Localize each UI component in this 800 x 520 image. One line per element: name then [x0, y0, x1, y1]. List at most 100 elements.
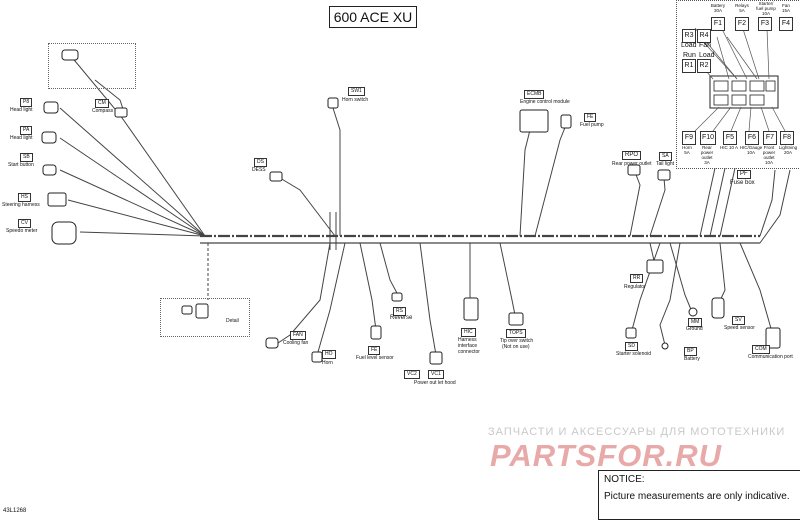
fuse-f7-label-3: outlet	[763, 155, 775, 160]
watermark-logo: PARTSFOR.RU	[490, 438, 723, 473]
wire-rear-power	[629, 171, 641, 237]
tops-connector	[508, 312, 524, 326]
vc2-tag: VC2	[404, 370, 420, 379]
tail-light-label: Tail light	[656, 161, 675, 167]
ground-label: Ground	[686, 326, 703, 332]
fuse-box-drawing	[694, 27, 786, 132]
fuel-pump-label: Fuel pump	[580, 122, 604, 128]
compass-tag: CM	[95, 99, 109, 108]
speed-sensor-label: Speed sensor	[724, 325, 755, 331]
compass-label: Compass	[92, 108, 114, 114]
headlight-2-tag: PA	[20, 126, 33, 135]
speedo-label: Speedo meter	[6, 228, 38, 234]
fuse-f1: F1	[711, 17, 725, 31]
wire-fusebox	[699, 167, 736, 237]
regulator-label: Regulator	[624, 284, 646, 290]
rear-power-connector	[627, 164, 641, 176]
hic-label-3: connector	[458, 349, 480, 355]
detail-label: Detail	[226, 318, 239, 324]
ecm-tag: ECMB	[524, 90, 545, 99]
compass-connector	[61, 49, 79, 61]
battery-terminal	[661, 342, 669, 350]
speed-sensor-tag: SV	[732, 316, 745, 325]
fuse-f9-label-2: 5A	[684, 150, 690, 155]
wire-start-button	[59, 169, 206, 237]
fuse-f6-label-2: 10A	[746, 150, 755, 155]
fuse-f4-label-1: Fan	[782, 3, 790, 8]
wire-ground	[669, 242, 693, 313]
fuel-level-connector	[370, 325, 382, 340]
dess-label: DESS	[252, 167, 266, 173]
start-button-label: Start button	[8, 162, 34, 168]
fuse-f7-label-2: power	[762, 150, 776, 155]
relay-r2-label: Load	[699, 52, 715, 59]
fuse-f9: F9	[682, 131, 696, 145]
hic-tag: HIC	[461, 328, 476, 337]
ecm-connector	[519, 109, 549, 133]
vc1-tag: VC1	[428, 370, 444, 379]
regulator-tag: RR	[630, 274, 644, 283]
diagram-title: 600 ACE XU	[329, 6, 417, 28]
drawing-code: 43L1268	[3, 508, 27, 514]
headlight-2-label: Head light	[10, 135, 33, 141]
wire-battery	[659, 242, 681, 346]
wire-ecm	[519, 129, 531, 237]
steering-label: Steering harness	[2, 202, 40, 208]
cooling-fan-connector	[265, 337, 279, 349]
fuse-f5: F5	[723, 131, 737, 145]
fuse-f4-label-2: 15A	[781, 8, 790, 13]
fuse-f5-label-1: HIC 10 A	[719, 145, 738, 150]
relay-r4: R4	[697, 29, 711, 43]
notice-heading: NOTICE:	[604, 474, 645, 485]
fuse-f6-label-1: HIC/Gauge	[739, 145, 763, 150]
cooling-fan-tag: FAN	[290, 331, 306, 340]
headlight-2-connector	[41, 131, 57, 144]
steering-tag: HS	[18, 193, 31, 202]
wire-dess	[279, 177, 336, 237]
reverse-label: Reverse	[390, 315, 413, 321]
horn-tag: HO	[322, 350, 336, 359]
fuse-f3: F3	[758, 17, 772, 31]
reverse-tag: RS	[393, 307, 406, 316]
horn-switch-connector	[327, 97, 339, 109]
wire-headlight-2	[59, 137, 206, 237]
ecm-label: Engine control module	[520, 99, 570, 105]
start-button-connector	[42, 164, 57, 176]
fuel-level-label: Fuel level sensor	[356, 355, 394, 361]
horn-switch-tag: SW1	[348, 87, 365, 96]
cooling-fan-label: Cooling fan	[283, 340, 309, 346]
wire-fuel-level	[359, 242, 377, 331]
fuse-f10-label-1: Rear	[702, 145, 712, 150]
horn-label: Horn	[322, 360, 333, 366]
fuse-f2: F2	[735, 17, 749, 31]
speedo-connector	[51, 221, 77, 245]
wire-tops	[499, 242, 517, 321]
fuse-f8-label-1: Lightning	[778, 145, 798, 150]
fuse-f10-label-4: 3A	[704, 160, 710, 165]
fuse-f1-label-2: 30A	[713, 8, 722, 13]
ground-terminal	[688, 307, 698, 317]
hic-connector	[463, 297, 479, 321]
fuse-f3-label-1: Starter/	[758, 1, 774, 6]
wire-speedo	[79, 231, 206, 237]
tops-label-1: Tip over switch	[500, 338, 534, 344]
fuse-f2-label-1: Relays	[735, 3, 749, 8]
wire-comm-port	[739, 242, 773, 333]
fuse-f10-label-2: power	[700, 150, 714, 155]
fuse-f7: F7	[763, 131, 777, 145]
wire-steering	[67, 199, 206, 237]
rear-power-tag: RPO	[622, 151, 642, 160]
relay-r2: R2	[697, 59, 711, 73]
regulator-connector	[646, 259, 664, 274]
watermark-tagline: ЗАПЧАСТИ И АКСЕССУАРЫ ДЛЯ МОТОТЕХНИКИ	[488, 426, 786, 438]
ground-tag: MM	[688, 318, 703, 327]
fuse-f7-label-4: 10A	[764, 160, 773, 165]
solenoid-connector	[625, 327, 637, 339]
wire-tail-light	[649, 177, 666, 237]
wire-power-outlet	[419, 242, 437, 356]
comm-port-label: Communication port	[748, 354, 793, 360]
battery-label: Battery	[684, 356, 700, 362]
wire-speed-sensor	[717, 242, 726, 306]
